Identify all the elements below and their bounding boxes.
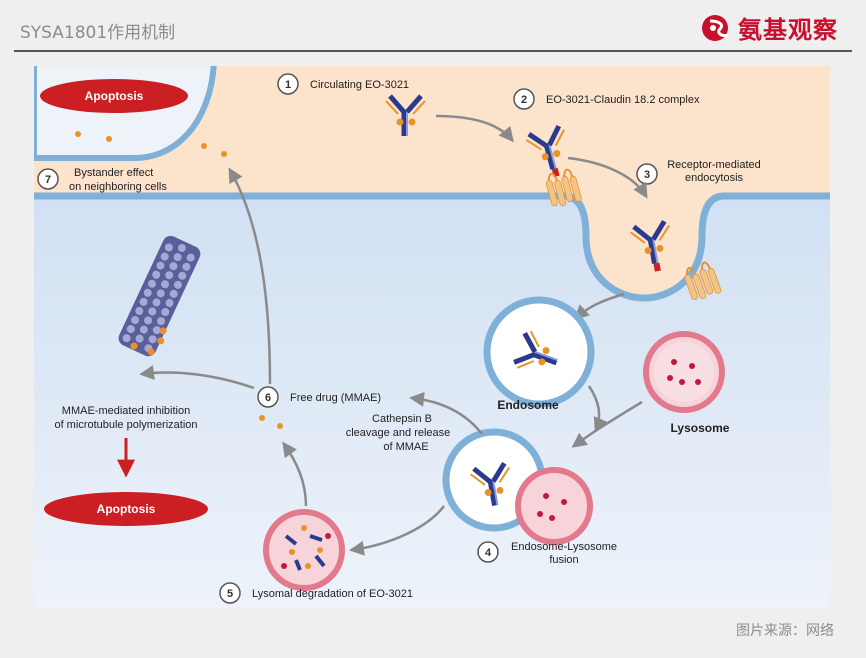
svg-text:cleavage and release: cleavage and release — [346, 427, 451, 439]
arrow-degradation-free-drug — [282, 441, 308, 507]
svg-text:2: 2 — [521, 94, 527, 106]
payload-dot — [75, 131, 81, 137]
svg-text:Cathepsin B: Cathepsin B — [372, 413, 432, 425]
arrow-free-drug-microtubule — [139, 365, 255, 390]
extracellular-region — [34, 66, 830, 298]
cathepsin-label: Cathepsin B cleavage and release of MMAE — [346, 413, 451, 453]
svg-text:1: 1 — [285, 79, 291, 91]
internalized-complex — [630, 221, 677, 272]
svg-text:Bystander effect: Bystander effect — [74, 167, 153, 179]
svg-text:6: 6 — [265, 392, 271, 404]
apoptosis-bottom-label: Apoptosis — [97, 502, 156, 516]
step-1: 1 Circulating EO-3021 — [277, 73, 409, 95]
step-7: 7 Bystander effect on neighboring cells — [37, 167, 167, 193]
lysosome-label: Lysosome — [671, 421, 730, 435]
svg-text:Circulating EO-3021: Circulating EO-3021 — [310, 79, 409, 91]
payload-dot — [277, 423, 283, 429]
svg-text:Free drug (MMAE): Free drug (MMAE) — [290, 392, 381, 404]
svg-text:fusion: fusion — [549, 554, 578, 566]
logo: 氨基观察 — [700, 10, 838, 45]
header-divider — [14, 50, 852, 52]
microtubule — [118, 235, 201, 357]
svg-text:Receptor-mediated: Receptor-mediated — [667, 159, 761, 171]
arrow-lysosome-fusion — [571, 400, 643, 448]
payload-dot — [221, 151, 227, 157]
endosome — [483, 296, 595, 408]
svg-text:7: 7 — [45, 174, 51, 186]
mechanism-svg: Apoptosis 7 Bystander effect on neighbor… — [34, 66, 830, 608]
svg-text:EO-3021-Claudin 18.2 complex: EO-3021-Claudin 18.2 complex — [546, 94, 700, 106]
apoptosis-bottom-shape — [44, 492, 208, 526]
fusion-lysosome — [515, 467, 593, 545]
slide-title: SYSA1801作用机制 — [20, 23, 176, 43]
arrow-endosome-fusion — [587, 385, 608, 433]
payload-dot — [259, 415, 265, 421]
logo-mark-icon — [702, 14, 729, 41]
degradation-lysosome — [263, 509, 345, 591]
mechanism-diagram: Apoptosis 7 Bystander effect on neighbor… — [34, 66, 830, 608]
svg-text:of MMAE: of MMAE — [383, 441, 428, 453]
svg-text:MMAE-mediated inhibition: MMAE-mediated inhibition — [62, 405, 190, 417]
payload-dot — [106, 136, 112, 142]
endosome-label: Endosome — [497, 398, 559, 412]
step-3: 3 Receptor-mediated endocytosis — [636, 159, 761, 185]
arrow-free-drug-bystander — [228, 167, 272, 385]
step-5: 5 Lysomal degradation of EO-3021 — [219, 582, 413, 604]
svg-text:endocytosis: endocytosis — [685, 172, 744, 184]
svg-text:3: 3 — [644, 169, 650, 181]
arrow-2-3 — [567, 156, 648, 199]
arrow-fusion-degradation — [349, 505, 445, 556]
lysosome — [643, 331, 725, 413]
antibody-claudin-complex — [525, 125, 583, 210]
cell-membrane — [34, 192, 830, 302]
step-4: 4 Endosome-Lysosome fusion — [477, 541, 617, 566]
svg-text:Endosome-Lysosome: Endosome-Lysosome — [511, 541, 617, 553]
antibody-fragments — [281, 525, 331, 571]
image-source: 图片来源：网络 — [736, 623, 834, 639]
mmae-label: MMAE-mediated inhibition of microtubule … — [54, 405, 197, 431]
payload-dot — [201, 143, 207, 149]
svg-text:Lysomal degradation of EO-3021: Lysomal degradation of EO-3021 — [252, 588, 413, 600]
step-2: 2 EO-3021-Claudin 18.2 complex — [513, 88, 700, 110]
apoptosis-top-shape — [40, 79, 188, 113]
arrow-1-2 — [435, 114, 514, 143]
logo-text: 氨基观察 — [738, 16, 838, 44]
arrow-fusion-free-drug — [409, 391, 483, 435]
svg-text:of microtubule polymerization: of microtubule polymerization — [54, 419, 197, 431]
svg-text:4: 4 — [485, 547, 492, 559]
apoptosis-top-label: Apoptosis — [85, 89, 144, 103]
svg-text:5: 5 — [227, 588, 233, 600]
step-6: 6 Free drug (MMAE) — [257, 386, 381, 408]
svg-text:on neighboring cells: on neighboring cells — [69, 181, 167, 193]
